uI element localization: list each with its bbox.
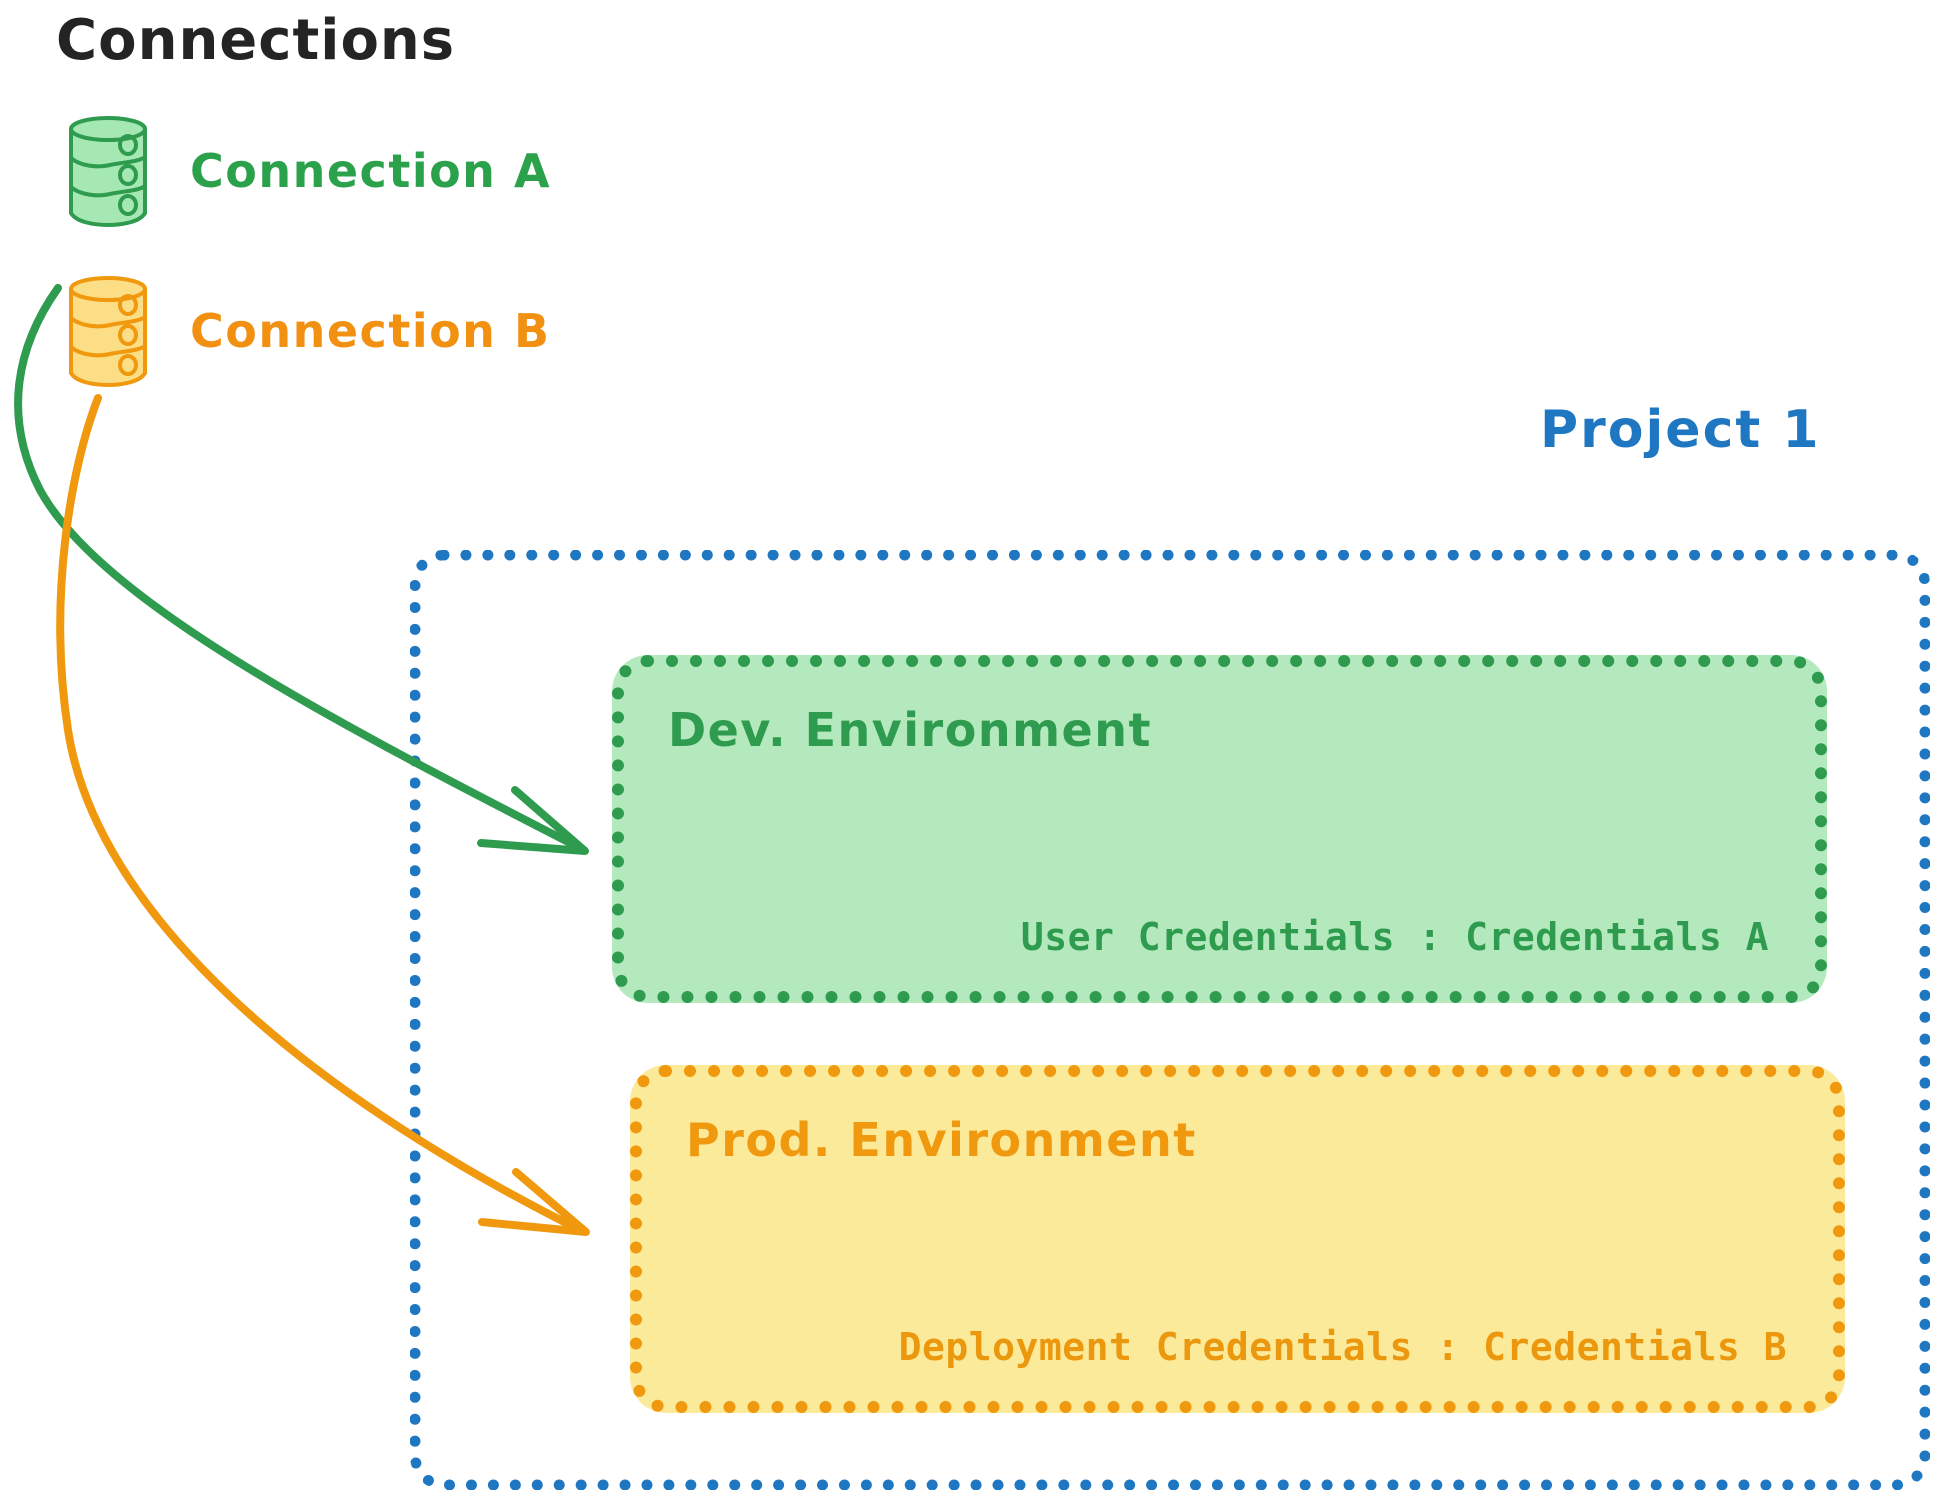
database-cylinder-icon	[60, 112, 156, 230]
dev-environment-credentials: User Credentials : Credentials A	[1020, 915, 1769, 959]
connection-b-label: Connection B	[190, 304, 551, 358]
project-label: Project 1	[1540, 400, 1821, 460]
dev-environment-box[interactable]: Dev. Environment User Credentials : Cred…	[612, 655, 1827, 1003]
prod-environment-title: Prod. Environment	[686, 1113, 1197, 1167]
connection-item-b[interactable]: Connection B	[60, 272, 551, 390]
page-title: Connections	[56, 8, 456, 73]
connection-a-label: Connection A	[190, 144, 552, 198]
prod-environment-box[interactable]: Prod. Environment Deployment Credentials…	[630, 1065, 1845, 1413]
database-cylinder-icon	[60, 272, 156, 390]
connection-item-a[interactable]: Connection A	[60, 112, 551, 230]
dev-environment-title: Dev. Environment	[668, 703, 1152, 757]
prod-environment-credentials: Deployment Credentials : Credentials B	[898, 1325, 1787, 1369]
